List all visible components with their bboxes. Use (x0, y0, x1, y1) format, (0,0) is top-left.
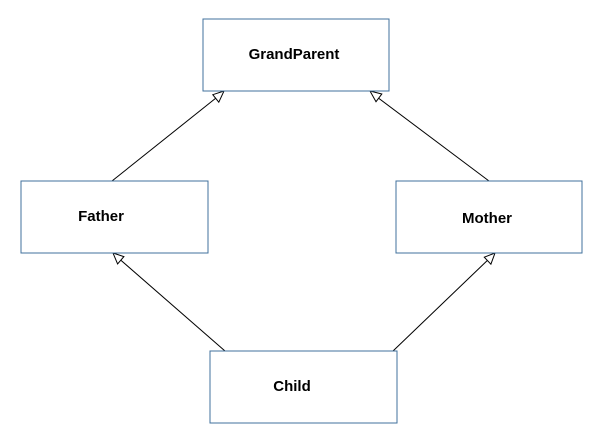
edge-child-to-father (112, 252, 226, 352)
node-label: Child (273, 378, 311, 395)
edge-father-to-grandparent (111, 90, 225, 182)
node-child: Child (209, 350, 398, 424)
node-label: Father (78, 208, 124, 225)
node-box (395, 180, 583, 254)
node-mother: Mother (395, 180, 583, 254)
edge-line (115, 255, 226, 352)
node-father: Father (20, 180, 209, 254)
node-box (209, 350, 398, 424)
node-box (202, 18, 390, 92)
edge-mother-to-grandparent (368, 90, 490, 182)
node-label: Mother (462, 210, 512, 227)
node-box (20, 180, 209, 254)
hollow-arrowhead (368, 90, 383, 103)
edge-line (111, 93, 222, 182)
node-label: GrandParent (249, 46, 340, 63)
edge-line (372, 93, 490, 182)
hollow-arrowhead (112, 252, 125, 265)
hollow-arrowhead (211, 90, 225, 104)
edge-child-to-mother (392, 252, 496, 352)
edge-line (392, 255, 493, 352)
node-grandparent: GrandParent (202, 18, 390, 92)
hollow-arrowhead (483, 252, 496, 266)
